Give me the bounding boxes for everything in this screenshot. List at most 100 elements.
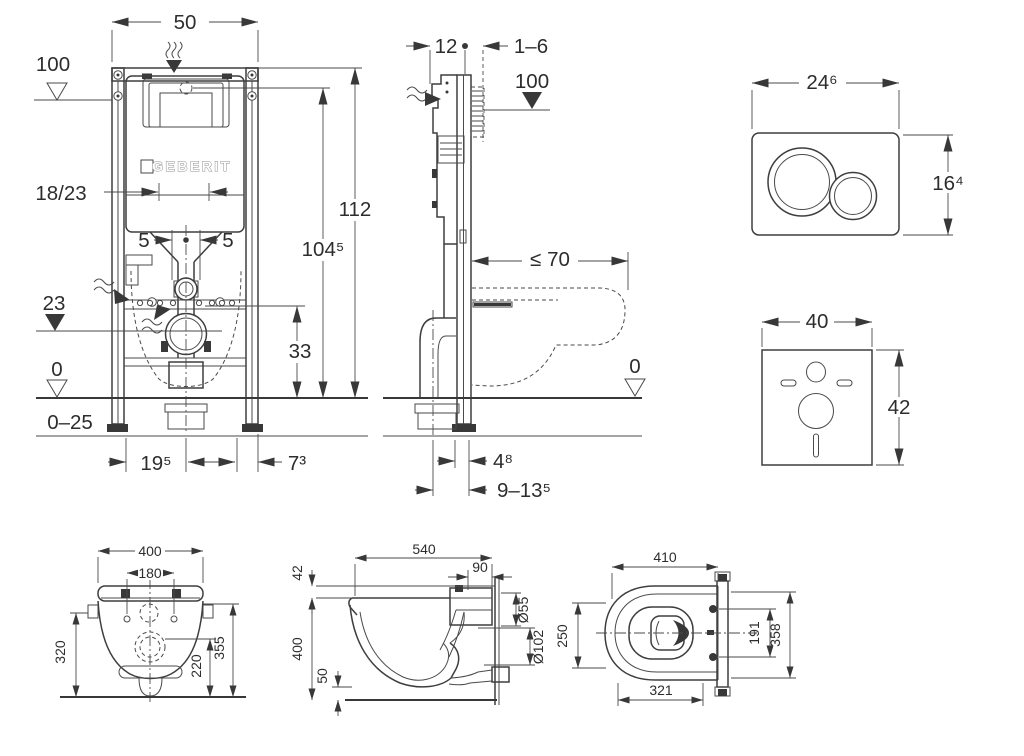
pan-side-body: [348, 578, 510, 705]
dim-pan-height-side: 400: [289, 598, 316, 700]
dim-label-outlet-dia: Ø102: [530, 630, 546, 664]
flush-plate-body: [751, 132, 900, 236]
dim-label-bowl-height: 220: [188, 654, 204, 678]
dim-label-floor-side: 0: [629, 355, 640, 378]
dim-label-depth: 12: [435, 35, 458, 58]
dim-label-bolt-spacing-top: 191: [746, 621, 762, 645]
mounting-plate-top: [716, 580, 729, 688]
frame-side-view: 12 1–6 100 ≤ 70 0 4⁸ 9–13⁵: [383, 35, 646, 502]
dim-label-flush-bend: 18/23: [35, 182, 86, 205]
dim-label-pan-height: 400: [289, 637, 305, 661]
dim-depth-overall: 358: [731, 591, 796, 679]
frame-corner-screws: [113, 70, 257, 101]
fixing-bolt-side: [472, 301, 513, 308]
fixing-bolt-top-2: [709, 653, 717, 661]
dim-bottom-clearance: 50: [314, 668, 352, 716]
dim-flush-pipe-dia: Ø55: [501, 592, 531, 627]
dim-cistern-depth: 12 1–6: [406, 35, 548, 142]
dim-cistern-top-height: 104⁵: [193, 87, 348, 398]
dim-label-depth-overall: 358: [767, 623, 783, 647]
pad-cutouts: [780, 361, 853, 458]
dim-label-pan-width: 400: [138, 543, 162, 559]
dim-bolt-spacing-top: 191: [719, 608, 776, 658]
pan-front-body: [87, 578, 214, 702]
small-flush-button: [828, 171, 878, 221]
dim-foot-row: 19⁵ 7³: [108, 434, 306, 475]
dim-rear-depth: 90: [448, 559, 512, 590]
dim-bowl-height: 220: [165, 638, 216, 697]
dim-label-supply-side: 100: [515, 70, 549, 93]
sound-insulation-view: 40 42: [761, 310, 918, 466]
dim-label-top-width: 410: [653, 549, 677, 565]
dim-pan-width: 400: [97, 543, 204, 583]
water-supply-side-symbol: [406, 86, 441, 106]
pan-side-view: 540 90 42 400 50 Ø55 Ø102: [289, 541, 546, 716]
dim-pan-height-right: 355: [203, 603, 239, 697]
dim-label-floor-level: 0: [51, 358, 62, 381]
datum-supply-level: 100: [34, 53, 112, 101]
datum-supply-level-side: 100: [484, 70, 550, 111]
dim-label-outlet-height: 23: [43, 292, 66, 315]
dim-bowl-width: 250: [554, 602, 606, 669]
dim-label-floor-buildup: 0–25: [47, 411, 93, 434]
frame-foot-right: [242, 424, 263, 432]
insulation-pad-body: [761, 349, 873, 466]
dim-label-supply-level: 100: [36, 53, 70, 76]
drain-elbow: [414, 310, 460, 436]
datum-outlet-height: 23: [36, 292, 222, 332]
dim-frame-width: 50: [111, 10, 259, 62]
flush-plate-view: 24⁶ 16⁴: [751, 71, 971, 236]
datum-floor-side: 0: [383, 355, 646, 437]
cistern: GEBERIT: [125, 75, 245, 430]
dim-label-pan-depth: ≤ 70: [530, 248, 570, 271]
dim-label-bottom-clearance: 50: [314, 668, 330, 684]
dim-label-height-right: 355: [211, 636, 227, 660]
dim-pan-height-left: 320: [52, 612, 88, 697]
dim-outlet-dia: Ø102: [478, 627, 546, 666]
flush-buttons: [767, 147, 878, 221]
water-supply-connection: [93, 254, 171, 334]
dim-plate-width: 24⁶: [751, 71, 900, 129]
seat-front: [97, 585, 204, 602]
dim-pan-depth-max: ≤ 70: [472, 248, 629, 290]
dim-label-foot-left: 19⁵: [140, 452, 171, 475]
dim-label-plate-width: 24⁶: [806, 71, 837, 94]
dim-center-offsets: 5 5: [138, 229, 234, 280]
dim-label-bowl-width: 250: [554, 624, 570, 648]
dim-label-offset-right: 5: [222, 229, 233, 252]
geberit-logo-square: [140, 159, 154, 174]
dim-outlet-range: 9–13⁵: [415, 440, 551, 502]
dim-label-plate-height: 16⁴: [932, 172, 964, 195]
wall-fixing-zone: [470, 86, 485, 138]
frame-foot-left: [107, 424, 128, 432]
flush-plate-reference-circle: [179, 81, 193, 95]
pan-front-view: 400 180 320 355 220: [52, 543, 246, 702]
dim-label-cistern-top: 104⁵: [302, 238, 345, 261]
pan-top-body: [596, 571, 757, 697]
pan-outline-side-dashed: [471, 287, 626, 387]
dim-flush-bend-depth: 18/23: [35, 182, 228, 205]
dim-label-wall-thickness: 1–6: [514, 35, 548, 58]
dim-label-outlet-range: 9–13⁵: [497, 479, 551, 502]
dim-label-fixing-height: 33: [289, 340, 312, 363]
dim-plate-height: 16⁴: [903, 134, 971, 236]
dim-fixing-height: 33: [205, 305, 319, 398]
cistern-profile: [431, 74, 465, 318]
dim-label-foot-right: 7³: [288, 452, 306, 475]
dim-label-bolt-spacing: 180: [138, 565, 162, 581]
water-supply-top-symbol: [165, 41, 183, 73]
dim-label-rear-depth: 90: [472, 559, 488, 575]
dim-seat-offset: 42: [289, 565, 495, 614]
pan-top-view: 410 250 191 358 321: [554, 549, 796, 706]
dim-label-flush-dia: Ø55: [515, 597, 531, 624]
dim-label-width: 50: [174, 11, 197, 34]
frame-front-view: GEBERIT: [34, 10, 377, 475]
fixing-hole-row: [136, 297, 236, 307]
dim-label-height-left: 320: [52, 640, 68, 664]
dim-label-outlet-offset: 4⁸: [493, 450, 513, 473]
dim-bolt-spacing-front: 180: [126, 565, 175, 614]
big-flush-button: [767, 147, 837, 217]
dim-label-pad-height: 42: [888, 396, 911, 419]
